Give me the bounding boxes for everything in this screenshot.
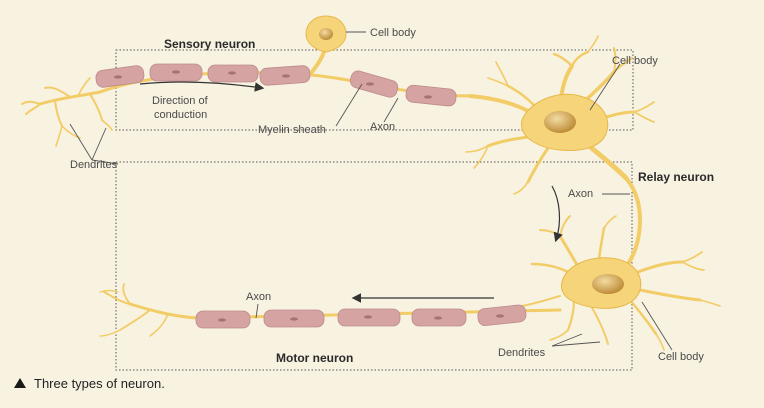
label-sensory-neuron: Sensory neuron [164,37,255,51]
label-conduction: conduction [154,109,207,121]
direction-arrow-relay [551,185,563,243]
direction-arrow-sensory [139,81,265,92]
motor-cell-body [561,257,642,309]
label-axon-motor: Axon [246,291,271,303]
relay-cell-body [521,93,609,151]
triangle-icon [14,377,26,388]
motor-myelin-nuclei [218,314,504,322]
caption-text: Three types of neuron. [34,376,165,391]
label-direction-of: Direction of [152,95,209,107]
relay-nucleus [544,111,576,133]
label-cell-body-motor: Cell body [658,351,704,363]
figure-caption: Three types of neuron. [14,376,165,391]
label-dendrites-sensory: Dendrites [70,159,118,171]
label-axon-relay: Axon [568,188,593,200]
sensory-nucleus [319,28,333,40]
label-cell-body-relay: Cell body [612,55,658,67]
label-dendrites-motor: Dendrites [498,347,546,359]
label-motor-neuron: Motor neuron [276,351,353,365]
sensory-neuron-box [115,49,634,131]
label-relay-neuron: Relay neuron [638,170,714,184]
motor-myelin-segments [195,304,527,329]
sensory-cell-body [305,15,347,53]
sensory-myelin-segments [95,63,457,107]
sensory-myelin-nuclei [114,70,432,99]
label-myelin-sheath: Myelin sheath [258,124,326,136]
leader-lines [69,31,673,351]
label-cell-body-top: Cell body [370,27,416,39]
label-axon-sensory: Axon [370,121,395,133]
sensory-neuron [21,42,472,147]
motor-nucleus [592,274,624,294]
